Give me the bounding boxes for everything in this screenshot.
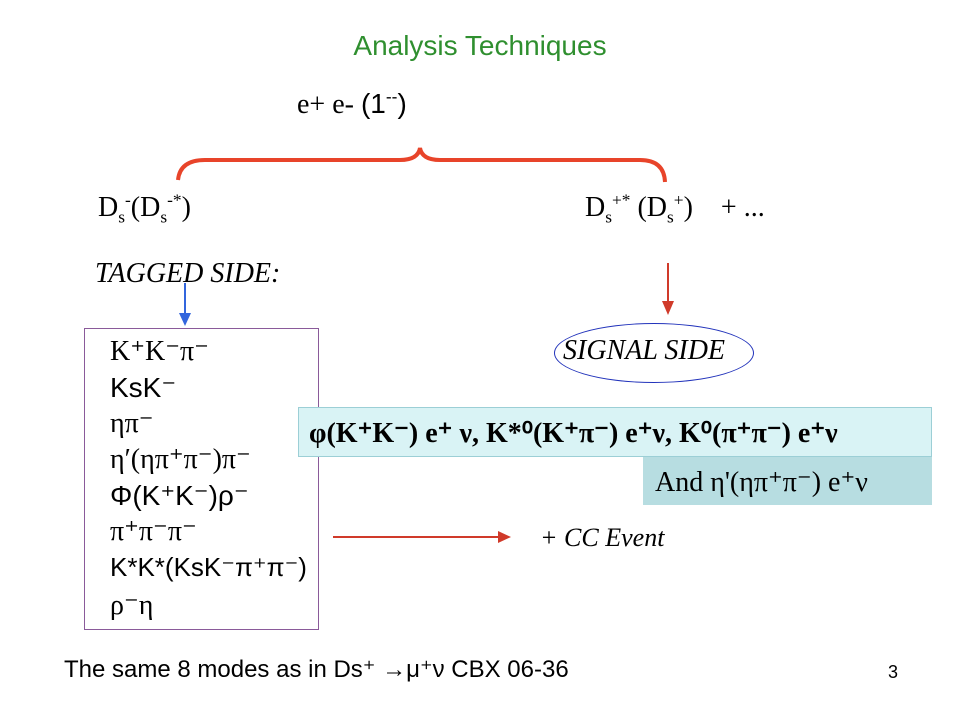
brace: [176, 147, 667, 183]
tag-modes-box: [84, 328, 319, 630]
signal-side-label: SIGNAL SIDE: [563, 335, 726, 366]
signal-modes-box: φ(K⁺K⁻) e⁺ ν, K*⁰(K⁺π⁻) e⁺ν, K⁰(π⁺π⁻) e⁺…: [298, 407, 932, 457]
footer-note: The same 8 modes as in Ds⁺ →μ⁺ν CBX 06-3…: [64, 656, 569, 683]
signal-side-ellipse: [554, 323, 754, 383]
tag-mode: η′(ηπ⁺π⁻)π⁻: [110, 444, 251, 475]
tag-mode: π⁺π⁻π⁻: [110, 516, 197, 547]
page-number: 3: [888, 662, 899, 682]
signal-arrowhead: [662, 301, 674, 315]
cc-arrowhead: [498, 531, 511, 543]
tagged-side-label: TAGGED SIDE:: [95, 258, 281, 289]
slide-title: Analysis Techniques: [353, 30, 607, 61]
tag-meson-label: Ds-(Ds-*): [98, 190, 191, 227]
cc-event-label: + CC Event: [540, 523, 665, 552]
tag-mode: K⁺K⁻π⁻: [110, 336, 209, 367]
tag-mode: K*K*(KsK⁻π⁺π⁻): [110, 552, 307, 582]
tag-mode: ηπ⁻: [110, 408, 154, 439]
tag-mode: KsK⁻: [110, 372, 177, 403]
initial-state: e+ e-: [297, 89, 354, 120]
signal-meson-label: Ds+* (Ds+)+ ...: [585, 190, 765, 227]
tagged-arrowhead: [179, 313, 191, 326]
quantum-state: (1--): [360, 86, 407, 119]
production-label: e+ e- (1--): [297, 88, 407, 121]
signal-modes-extra-box: And η'(ηπ⁺π⁻) e⁺ν: [643, 457, 932, 505]
tag-mode: Φ(K⁺K⁻)ρ⁻: [110, 480, 249, 511]
tag-mode: ρ⁻η: [110, 590, 154, 621]
signal-modes-extra-text: And η'(ηπ⁺π⁻) e⁺ν: [655, 467, 868, 498]
signal-modes-text: φ(K⁺K⁻) e⁺ ν, K*⁰(K⁺π⁻) e⁺ν, K⁰(π⁺π⁻) e⁺…: [309, 418, 838, 449]
